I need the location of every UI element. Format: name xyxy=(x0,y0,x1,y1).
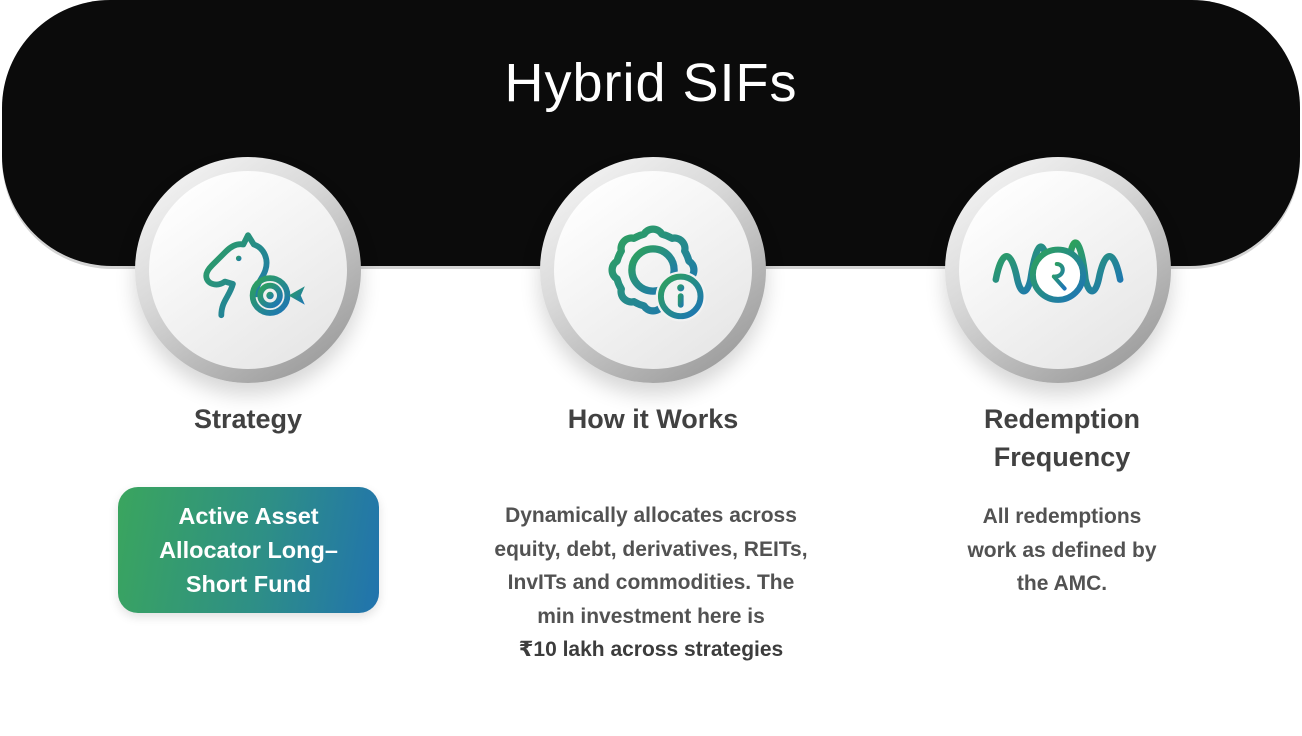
how-it-works-text: Dynamically allocates across equity, deb… xyxy=(494,504,808,628)
redemption-frequency-header: Redemption Frequency xyxy=(983,404,1140,472)
fund-name-badge: Active Asset Allocator Long–Short Fund xyxy=(118,487,379,613)
min-investment-highlight: ₹10 lakh across strategies xyxy=(518,638,784,661)
how-it-works-header: How it Works xyxy=(567,404,739,434)
page-title: Hybrid SIFs xyxy=(504,53,798,113)
redemption-frequency-text: All redemptions work as defined by the A… xyxy=(967,505,1157,595)
redemption-frequency-circle-face xyxy=(959,171,1157,369)
rupee-waveform-icon xyxy=(992,239,1124,303)
redemption-frequency-description: All redemptions work as defined by the A… xyxy=(958,500,1166,601)
how-it-works-circle-face xyxy=(554,171,752,369)
strategy-circle-face xyxy=(149,171,347,369)
redemption-frequency-circle xyxy=(945,157,1171,383)
chess-knight-target-icon xyxy=(203,232,305,319)
gear-info-icon xyxy=(608,225,706,322)
strategy-header: Strategy xyxy=(193,404,303,434)
fund-name-badge-label: Active Asset Allocator Long–Short Fund xyxy=(159,503,338,597)
how-it-works-circle xyxy=(540,157,766,383)
how-it-works-description: Dynamically allocates across equity, deb… xyxy=(490,499,812,667)
strategy-circle xyxy=(135,157,361,383)
